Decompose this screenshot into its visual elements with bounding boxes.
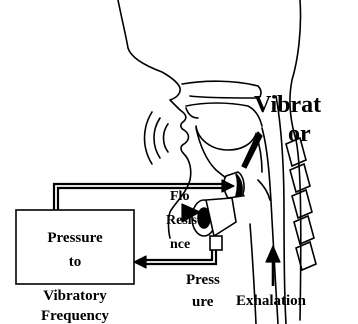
flow-resistance-label-line3: nce	[170, 237, 190, 252]
sound-waves-icon	[145, 112, 169, 164]
vibrator-label-line2: or	[288, 121, 311, 147]
box-label-line1: Pressure	[47, 230, 103, 246]
flow-resistance-label-line2: Resista	[166, 213, 209, 228]
nasal-cavity	[182, 81, 261, 98]
flow-resistance-label-line1: Flo	[170, 189, 189, 204]
arrow-exhalation-head	[266, 246, 280, 262]
box-label-line2: to	[69, 254, 82, 270]
vibratory-label: Vibratory	[43, 288, 107, 304]
head-back	[290, 0, 301, 320]
vertebra-5	[296, 242, 316, 270]
pharynx-back	[276, 96, 286, 324]
frequency-label: Frequency	[41, 308, 110, 324]
upper-lip-teeth	[186, 108, 198, 118]
palate	[186, 103, 262, 126]
pressure-to-vibratory-box	[16, 210, 134, 284]
vibrator-label-line1: Vibrat	[254, 92, 321, 118]
arrow-to-box	[134, 256, 146, 268]
trachea-wall	[250, 224, 256, 324]
pressure-label-line1: Press	[186, 272, 220, 288]
epiglottis	[258, 180, 270, 200]
vertebra-3	[292, 190, 312, 218]
pressure-label-line2: ure	[192, 294, 214, 310]
exhalation-label: Exhalation	[236, 293, 307, 309]
arrow-vibrator-pointer	[242, 132, 262, 168]
pressure-port	[210, 236, 222, 250]
pressure-signal-line-inner	[140, 250, 216, 264]
vertebra-4	[294, 216, 314, 244]
